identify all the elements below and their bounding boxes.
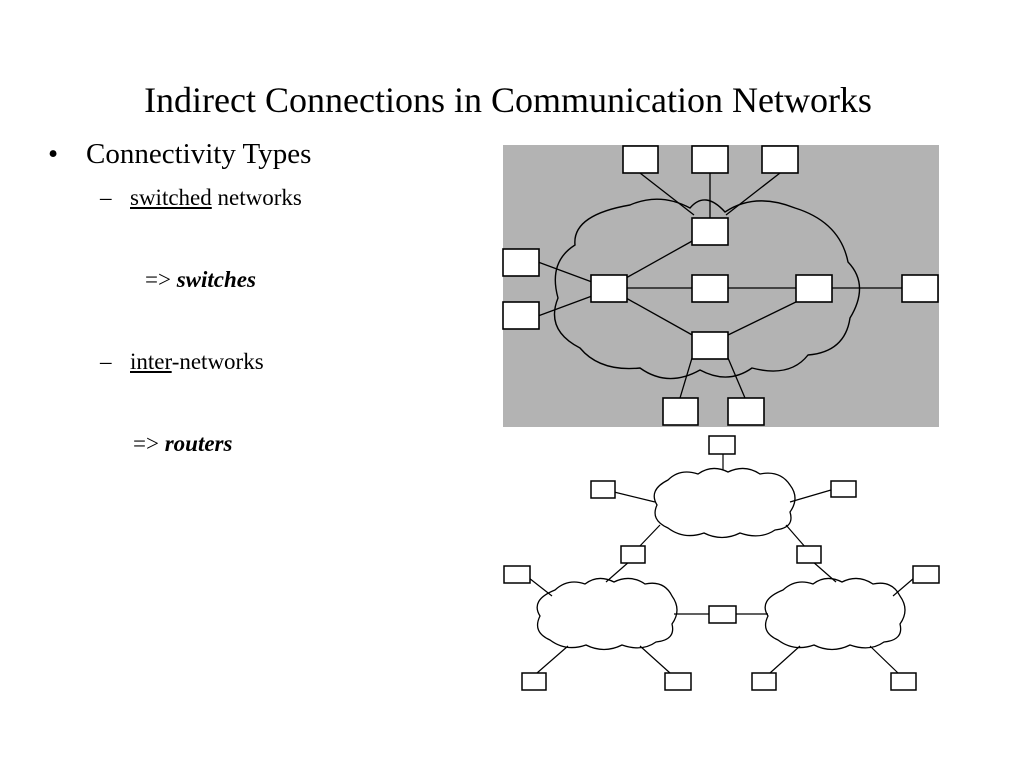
network-cloud-left (536, 577, 678, 651)
switch-node (590, 274, 628, 303)
subitem-rest: networks (211, 185, 302, 210)
slide-title: Indirect Connections in Communication Ne… (144, 80, 872, 120)
internetwork-clouds (536, 467, 906, 651)
host-node (761, 145, 799, 174)
switched-nodes (502, 145, 939, 426)
switch-node (691, 331, 729, 360)
host-node (708, 435, 736, 455)
bullet-marker: • (48, 138, 59, 170)
host-node (890, 672, 917, 691)
subitem-switched-networks: –switched networks (100, 184, 302, 212)
host-node (521, 672, 547, 691)
host-node (502, 301, 540, 330)
host-node (622, 145, 659, 174)
host-node (502, 248, 540, 277)
subitem-dash: – (100, 185, 112, 210)
router-node (620, 545, 646, 564)
router-node (796, 545, 822, 564)
host-node (912, 565, 940, 584)
host-node (662, 397, 699, 426)
switch-node (691, 217, 729, 246)
switch-node (691, 274, 729, 303)
arrow-symbol: => (133, 431, 159, 456)
host-node (830, 480, 857, 498)
bullet-text: Connectivity Types (86, 138, 312, 170)
internetwork-links (528, 454, 915, 674)
switched-links (537, 172, 902, 399)
arrow-term: routers (164, 431, 233, 456)
network-cloud-right (764, 577, 906, 651)
host-node (691, 145, 729, 174)
switched-network-diagram (502, 145, 939, 427)
arrow-routers: => routers (133, 430, 232, 458)
network-cloud-top (653, 467, 796, 539)
arrow-symbol: => (145, 267, 171, 292)
host-node (664, 672, 692, 691)
arrow-switches: => switches (145, 266, 256, 294)
router-node (708, 605, 737, 624)
host-node (590, 480, 616, 499)
subitem-dash: – (100, 349, 112, 374)
arrow-term: switches (176, 267, 256, 292)
switch-node (795, 274, 833, 303)
bullet-connectivity-types: • Connectivity Types (48, 136, 311, 172)
internetwork-diagram (503, 435, 940, 691)
host-node (503, 565, 531, 584)
subitem-rest: -networks (171, 349, 264, 374)
subitem-underlined-word: switched (130, 185, 212, 210)
subitem-inter-networks: –inter-networks (100, 348, 264, 376)
internetwork-nodes (503, 435, 940, 691)
host-node (751, 672, 777, 691)
host-node (901, 274, 939, 303)
host-node (727, 397, 765, 426)
subitem-underlined-word: inter (130, 349, 172, 374)
